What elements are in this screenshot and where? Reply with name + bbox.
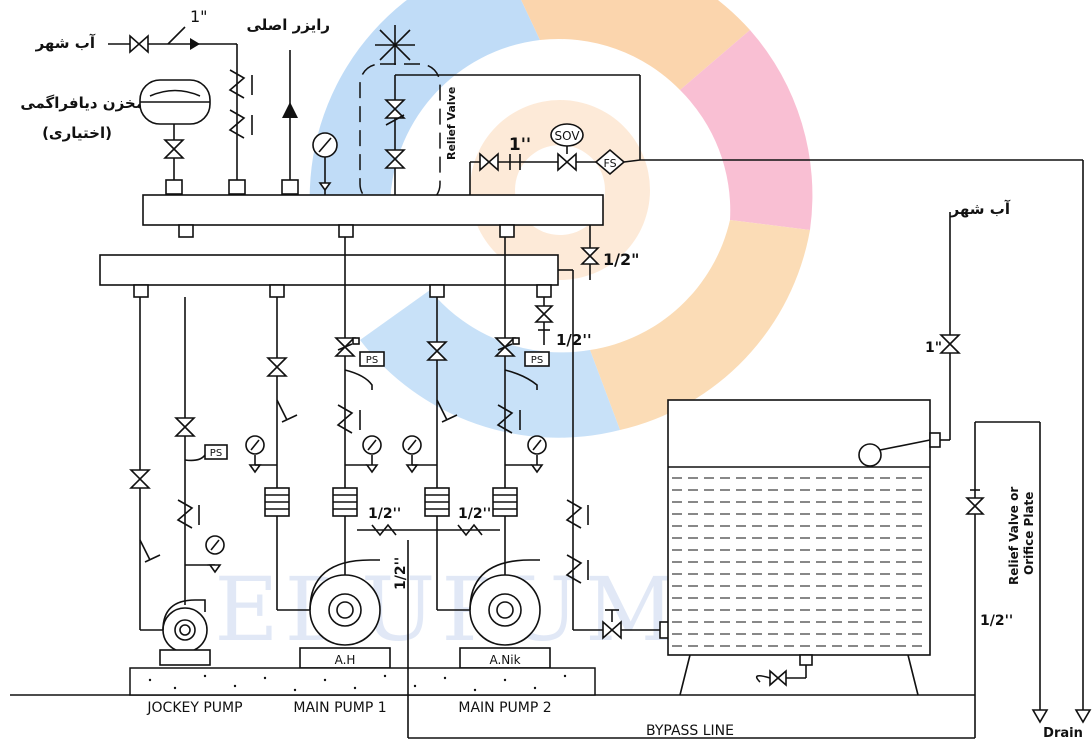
pump-cross-connection: 1/2'' 1/2'' 1/2'' [357, 506, 500, 590]
bypass-line-label: BYPASS LINE [646, 723, 734, 739]
relief-orifice-label-1: Relief Valve or [1007, 487, 1021, 585]
upper-header: 1/2" [142, 194, 639, 280]
water-tank: 1" آب شهر [667, 200, 1011, 696]
main-pump-1-branch: PS A.H MAIN PUMP 1 [245, 237, 391, 716]
sov-size-label: 1'' [509, 135, 531, 155]
inlet-riser-pipe [228, 43, 253, 195]
ps-label-main2: PS [531, 355, 543, 366]
pump2-tag: A.Nik [489, 653, 520, 667]
diaphragm-tank-label-2: (اختیاری) [42, 124, 112, 142]
main-riser-pipe [281, 50, 299, 195]
top-inlet: آب شهر 1" رایزر اصلی مخزن دیافراگمی (اخت… [20, 7, 330, 142]
relief-orifice-label-2: Orifice Plate [1022, 492, 1036, 575]
inlet-size-label: 1" [190, 7, 208, 26]
fs-label: FS [603, 157, 616, 170]
lower-header [99, 254, 574, 630]
sov-fs-line: SOV 1'' FS Drain [469, 74, 1092, 741]
half-inch-label-a: 1/2" [603, 250, 639, 269]
main-pump-2-branch: PS 1/2'' A.Nik MAIN PUMP 2 [402, 237, 592, 716]
half-inch-label-b: 1/2'' [556, 331, 592, 349]
jockey-pump-label: JOCKEY PUMP [146, 700, 242, 716]
relief-valve-group: Relief Valve [359, 25, 470, 205]
one-inch-label-right: 1" [925, 340, 942, 356]
half-inch-label-right: 1/2'' [980, 613, 1013, 629]
jockey-pump-branch: PS JOCKEY PUMP [129, 297, 243, 716]
pump1-tag: A.H [335, 653, 356, 667]
main-pump-2-label: MAIN PUMP 2 [458, 700, 551, 716]
city-water-label-top: آب شهر [35, 34, 96, 52]
ps-label-main1: PS [366, 355, 378, 366]
city-water-label-right: آب شهر [950, 200, 1011, 218]
half-inch-label-pump1: 1/2'' [368, 506, 401, 522]
half-inch-label-vertical: 1/2'' [393, 557, 409, 590]
tank-feed-line [565, 499, 671, 640]
sov-label: SOV [554, 129, 580, 143]
diaphragm-tank-label-1: مخزن دیافراگمی [20, 94, 145, 112]
bypass-line: BYPASS LINE Relief Valve or Orifice Plat… [407, 421, 1049, 739]
half-inch-label-pump2: 1/2'' [458, 506, 491, 522]
foundation [10, 667, 975, 696]
main-pump-1-label: MAIN PUMP 1 [293, 700, 386, 716]
diaphragm-tank [139, 79, 211, 195]
main-riser-label: رایزر اصلی [246, 16, 330, 34]
ps-label-jockey: PS [210, 448, 222, 459]
drain-label: Drain [1043, 726, 1083, 741]
relief-valve-label: Relief Valve [445, 87, 458, 160]
pressure-gauge-top [312, 132, 338, 195]
